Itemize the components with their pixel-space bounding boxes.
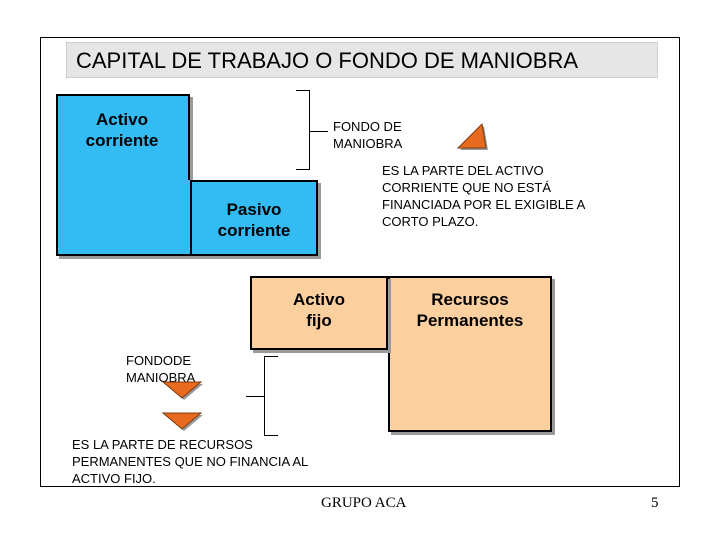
activo-fijo-block xyxy=(250,276,388,350)
fondo-label-lower: FONDODE MANIOBRA xyxy=(126,353,196,385)
orange-down-arrow-icon xyxy=(161,412,203,431)
orange-down-arrow-icon xyxy=(161,381,203,400)
fondo-label-upper: FONDO DE MANIOBRA xyxy=(333,119,403,151)
pasivo-corriente-block xyxy=(190,180,318,256)
recursos-permanentes-label: Recursos Permanentes xyxy=(416,290,524,330)
pasivo-corriente-label: Pasivo corriente xyxy=(217,200,291,240)
slide-title: CAPITAL DE TRABAJO O FONDO DE MANIOBRA xyxy=(66,42,658,78)
bracket-tick-upper xyxy=(310,131,328,132)
footer-author: GRUPO ACA xyxy=(321,495,407,511)
fondo-bracket-upper xyxy=(296,90,310,170)
page-number: 5 xyxy=(651,495,659,511)
slide-frame xyxy=(40,37,680,487)
activo-corriente-label: Activo corriente xyxy=(85,110,159,150)
recursos-permanentes-block xyxy=(388,276,552,432)
bracket-tick-lower xyxy=(246,396,264,397)
fondo-bracket-lower xyxy=(264,356,278,436)
activo-fijo-label: Activo fijo xyxy=(293,290,345,330)
definition-upper: ES LA PARTE DEL ACTIVO CORRIENTE QUE NO … xyxy=(382,163,586,229)
definition-lower: ES LA PARTE DE RECURSOS PERMANENTES QUE … xyxy=(72,437,309,486)
orange-triangle-arrow-icon xyxy=(456,122,488,150)
